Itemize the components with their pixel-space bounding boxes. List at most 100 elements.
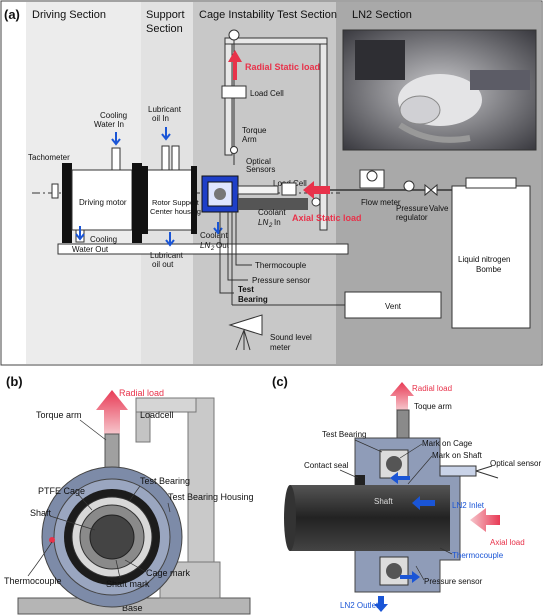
thermocouple-dot	[49, 537, 55, 543]
torque-arm-label-2: Arm	[242, 135, 257, 144]
cooling-in-label-2: Water In	[94, 120, 124, 129]
coolant-out-label-1: Coolant	[200, 231, 228, 240]
mark-cage-label: Mark on Cage	[422, 439, 473, 448]
base-label: Base	[122, 603, 143, 613]
rotor-support-housing	[144, 169, 196, 231]
panel-c-tag: (c)	[272, 374, 288, 389]
loadcell	[135, 411, 151, 443]
ln2-outlet-label: LN2 Outlet	[340, 601, 379, 610]
torque-arm-label: Torque arm	[36, 410, 82, 420]
lubricant-out-label-1: Lubricant	[150, 251, 184, 260]
load-cell-top	[221, 85, 247, 99]
axial-static-load-label: Axial Static load	[292, 213, 362, 223]
pressure-regulator	[403, 180, 415, 192]
panel-a: (a) Driving Section Support Section Cage…	[0, 0, 543, 366]
pressure-sensor-label: Pressure sensor	[252, 276, 311, 285]
vent-box	[344, 291, 442, 319]
axial-load-label: Axial load	[490, 538, 525, 547]
toque-arm-label: Toque arm	[414, 402, 452, 411]
toque-arm	[396, 409, 410, 439]
optical-sensor	[439, 465, 477, 477]
svg-text:Out: Out	[216, 241, 230, 250]
panel-a-tag: (a)	[4, 7, 20, 22]
rotor-support-label-2: Center housing	[150, 207, 201, 216]
test-bearing-label: Test Bearing	[140, 476, 190, 486]
radial-load-arrow-c	[390, 382, 414, 410]
tachometer-label: Tachometer	[28, 153, 70, 162]
vent-label: Vent	[385, 302, 402, 311]
ln2-bombe-label-1: Liquid nitrogen	[458, 255, 510, 264]
cooling-in-label-1: Cooling	[100, 111, 127, 120]
valve	[424, 183, 438, 197]
ptfe-cage-label: PTFE Cage	[38, 486, 85, 496]
ln2-inlet-label: LN2 Inlet	[452, 501, 485, 510]
coolant-in-label-1: Coolant	[258, 208, 286, 217]
ln2-bombe	[451, 185, 531, 329]
motor-flange-right	[132, 163, 142, 243]
cooling-out-label-2: Water Out	[72, 245, 109, 254]
panel-b-tag: (b)	[6, 374, 23, 389]
svg-text:2: 2	[268, 223, 273, 229]
sound-level-meter	[228, 314, 263, 336]
panel-c: (c) Radial load Toque arm Shaft Optical …	[272, 374, 541, 612]
thermocouple-label-c: Thermocouple	[452, 551, 504, 560]
pressure-regulator-label-2: regulator	[396, 213, 428, 222]
radial-load-label-c: Radial load	[412, 384, 452, 393]
driving-section-title: Driving Section	[32, 9, 106, 21]
loadcell-label: Loadcell	[140, 410, 174, 420]
shaft	[89, 514, 135, 560]
lubricant-in-label-1: Lubricant	[148, 105, 182, 114]
flow-meter-label: Flow meter	[361, 198, 401, 207]
radial-load-arrow	[96, 390, 128, 434]
frame-right-post	[319, 39, 328, 231]
cooling-out-label-1: Cooling	[90, 235, 117, 244]
ln2-outlet-arrow	[374, 596, 388, 612]
loadcell-arm	[135, 397, 197, 413]
svg-text:2: 2	[210, 246, 215, 252]
lubricant-out-label-2: oil out	[152, 260, 174, 269]
shaft-label: Shaft	[30, 508, 52, 518]
mark-shaft-label: Mark on Shaft	[432, 451, 483, 460]
pressure-sensor-label-c: Pressure sensor	[424, 577, 483, 586]
housing-label-1: Test Bearing Housing	[168, 492, 254, 502]
radial-load-label: Radial load	[119, 388, 164, 398]
load-cell-top-label: Load Cell	[250, 89, 284, 98]
shaft-mark-label: Shaft mark	[106, 579, 150, 589]
axial-load-arrow	[470, 508, 500, 532]
optical-sensor-label: Optical sensor	[490, 459, 541, 468]
cooling-in-arrow	[111, 132, 121, 146]
radial-static-load-label: Radial Static load	[245, 62, 320, 72]
support-section-title-1: Support	[146, 9, 185, 21]
shaft-label-c: Shaft	[374, 497, 393, 506]
cage-mark-label: Cage mark	[146, 568, 191, 578]
sound-meter-label-2: meter	[270, 343, 291, 352]
contact-seal	[355, 475, 365, 485]
support-section-title-2: Section	[146, 23, 183, 35]
svg-text:In: In	[274, 218, 281, 227]
torque-arm-label-1: Torque	[242, 126, 267, 135]
cage-section-title: Cage Instability Test Section	[199, 9, 337, 21]
rotor-support-label-1: Rotor Support	[152, 198, 200, 207]
axial-static-load-arrow	[303, 181, 330, 199]
pressure-regulator-label-1: Pressure	[396, 204, 429, 213]
thermocouple-label: Thermocouple	[4, 576, 62, 586]
torque-arm	[104, 433, 120, 471]
thermocouple-label: Thermocouple	[255, 261, 307, 270]
tachometer	[51, 183, 59, 199]
pulley	[228, 29, 240, 41]
optical-sensors-label-2: Sensors	[246, 165, 275, 174]
contact-seal-label: Contact seal	[304, 461, 349, 470]
radial-static-load-arrow	[228, 50, 242, 80]
shaft-c	[290, 485, 450, 551]
rig-base	[57, 243, 349, 255]
coolant-out-label-2: LN	[200, 241, 210, 250]
panel-b: (b) Base Radial load Torque arm Loadcell…	[4, 374, 254, 615]
ln2-inlet-arrow	[412, 496, 435, 510]
motor-flange-left	[62, 163, 72, 243]
optical-sensors-label-1: Optical	[246, 157, 271, 166]
driving-motor-label: Driving motor	[79, 198, 127, 207]
test-bearing-label-1: Test	[238, 285, 254, 294]
coolant-in-label-2: LN	[258, 218, 268, 227]
sound-meter-label-1: Sound level	[270, 333, 312, 342]
